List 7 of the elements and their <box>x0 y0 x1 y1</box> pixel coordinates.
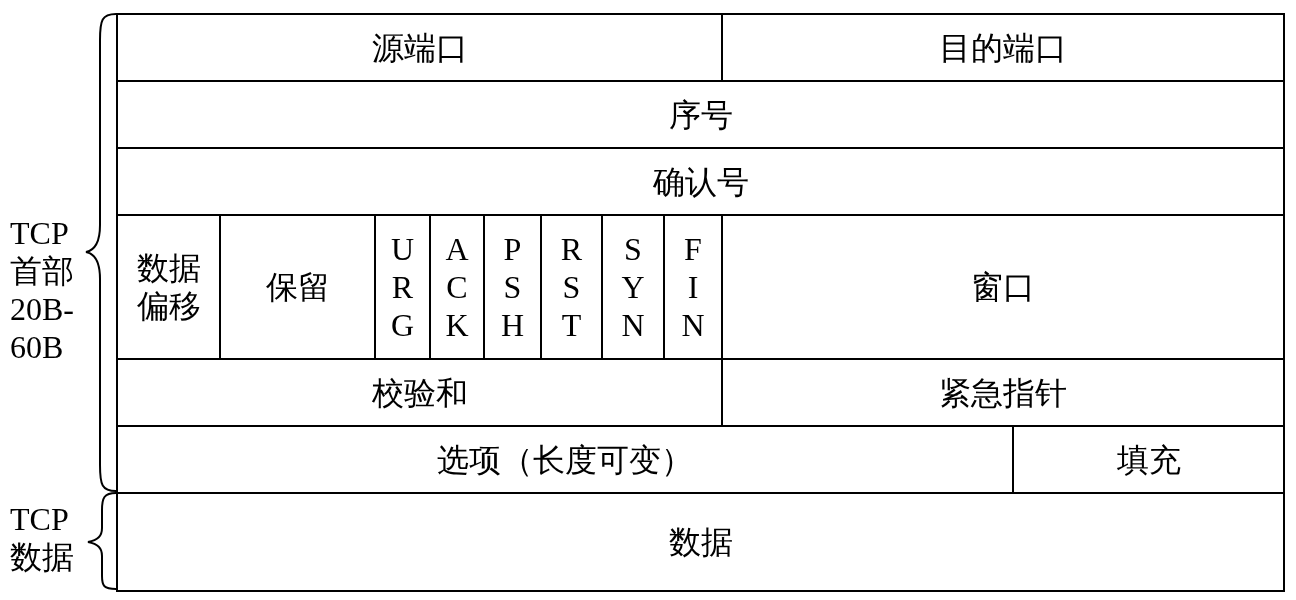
table-cell: 源端口 <box>116 13 723 82</box>
brace-label: TCP 首部 20B-60B <box>10 214 75 366</box>
table-cell: 数据 <box>116 492 1285 592</box>
table-cell: 确认号 <box>116 147 1285 216</box>
table-cell: 序号 <box>116 80 1285 149</box>
table-cell: 目的端口 <box>721 13 1285 82</box>
brace-label: TCP 数据 <box>10 500 75 576</box>
